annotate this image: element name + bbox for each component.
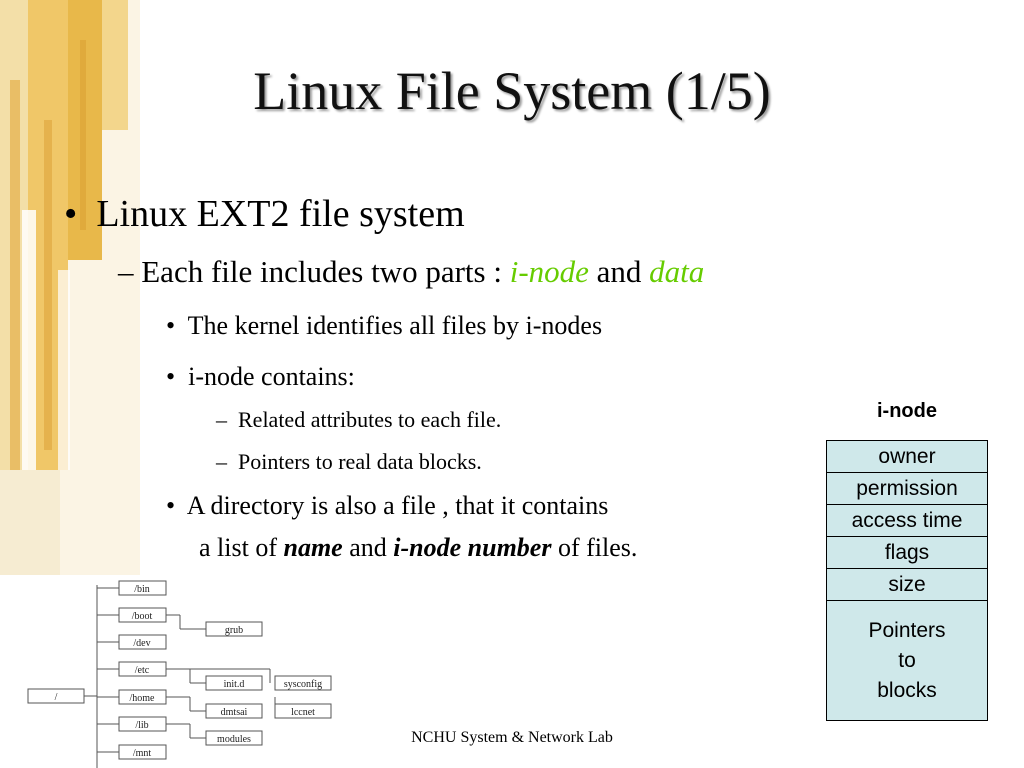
item-text: i-node contains: [188,362,355,391]
inode-table-label: i-node [877,400,937,422]
sub-bullet-prefix: – Each file includes two parts : [118,254,510,289]
item-marker: • [166,311,176,340]
item-marker: • [166,491,176,520]
pointers-line: blocks [877,678,937,702]
tree-node-grub [205,621,263,637]
and-word: and [588,254,650,289]
tree-node-bin [118,580,167,596]
inode-term: i-node [509,254,589,289]
item-text: The kernel identifies all files by i-nod… [187,311,603,340]
inode-number-term: i-node number [393,533,552,562]
tree-node-initd [205,675,263,691]
data-term: data [649,254,705,289]
inode-field-size: size [827,569,987,601]
sub-bullet-two-parts: – Each file includes two parts : i-node … [118,254,704,290]
tree-node-modules [205,730,263,746]
tree-node-dmtsai [205,703,263,719]
tree-node-mnt [118,744,167,760]
tree-node-etc [118,661,167,677]
inode-field-flags: flags [827,537,987,569]
tree-node-lccnet [274,703,332,719]
tree-label-dev: /dev [133,638,150,649]
item-inode-contains: • i-node contains: [166,362,355,392]
item-directory: • A directory is also a file , that it c… [166,491,608,521]
item-directory-continued: a list of name and i-node number of file… [199,533,637,563]
text-fragment: a list of [199,533,284,562]
tree-node-boot [118,607,167,623]
subitem-marker: – [216,407,227,432]
tree-node-sysconfig [274,675,332,691]
inode-field-permission: permission [827,473,987,505]
tree-label-mnt: /mnt [133,748,152,759]
tree-node-root [27,688,85,704]
tree-label-etc: /etc [135,665,150,676]
name-term: name [283,533,343,562]
tree-node-home [118,689,167,705]
pointers-line: Pointers [868,618,946,642]
slide-title: Linux File System (1/5) [253,61,771,121]
inode-field-access-time: access time [827,505,987,537]
tree-label-modules: modules [217,734,251,745]
tree-label-lib: /lib [135,720,148,731]
subitem-marker: – [216,449,227,474]
tree-label-root: / [55,692,58,703]
tree-label-initd: init.d [224,679,245,690]
tree-label-bin: /bin [134,584,150,595]
tree-label-grub: grub [225,625,243,636]
tree-node-lib [118,716,167,732]
item-kernel: • The kernel identifies all files by i-n… [166,311,602,341]
tree-label-lccnet: lccnet [291,707,315,718]
item-text: A directory is also a file , that it con… [186,491,609,520]
item-marker: • [166,362,176,391]
subitem-attributes: – Related attributes to each file. [216,407,501,433]
inode-field-owner: owner [827,441,987,473]
subitem-pointers: – Pointers to real data blocks. [216,449,482,475]
subitem-text: Pointers to real data blocks. [238,449,482,474]
inode-table: owner permission access time flags size … [826,440,988,721]
bullet-ext2: • Linux EXT2 file system [64,192,465,236]
tree-node-dev [118,634,167,650]
tree-label-dmtsai: dmtsai [221,707,248,718]
subitem-text: Related attributes to each file. [238,407,502,432]
text-fragment: and [342,533,394,562]
tree-label-home: /home [130,693,156,704]
tree-label-sysconfig: sysconfig [284,679,322,690]
bullet-marker: • [64,193,78,235]
pointers-line: to [898,648,916,672]
bullet-text: Linux EXT2 file system [96,193,465,235]
text-fragment: of files. [551,533,638,562]
slide-footer: NCHU System & Network Lab [411,729,613,746]
directory-tree: / /bin /boot /dev /etc /home /lib /mnt g… [0,575,345,768]
inode-field-pointers: Pointers to blocks [827,601,987,720]
tree-label-boot: /boot [132,611,153,622]
